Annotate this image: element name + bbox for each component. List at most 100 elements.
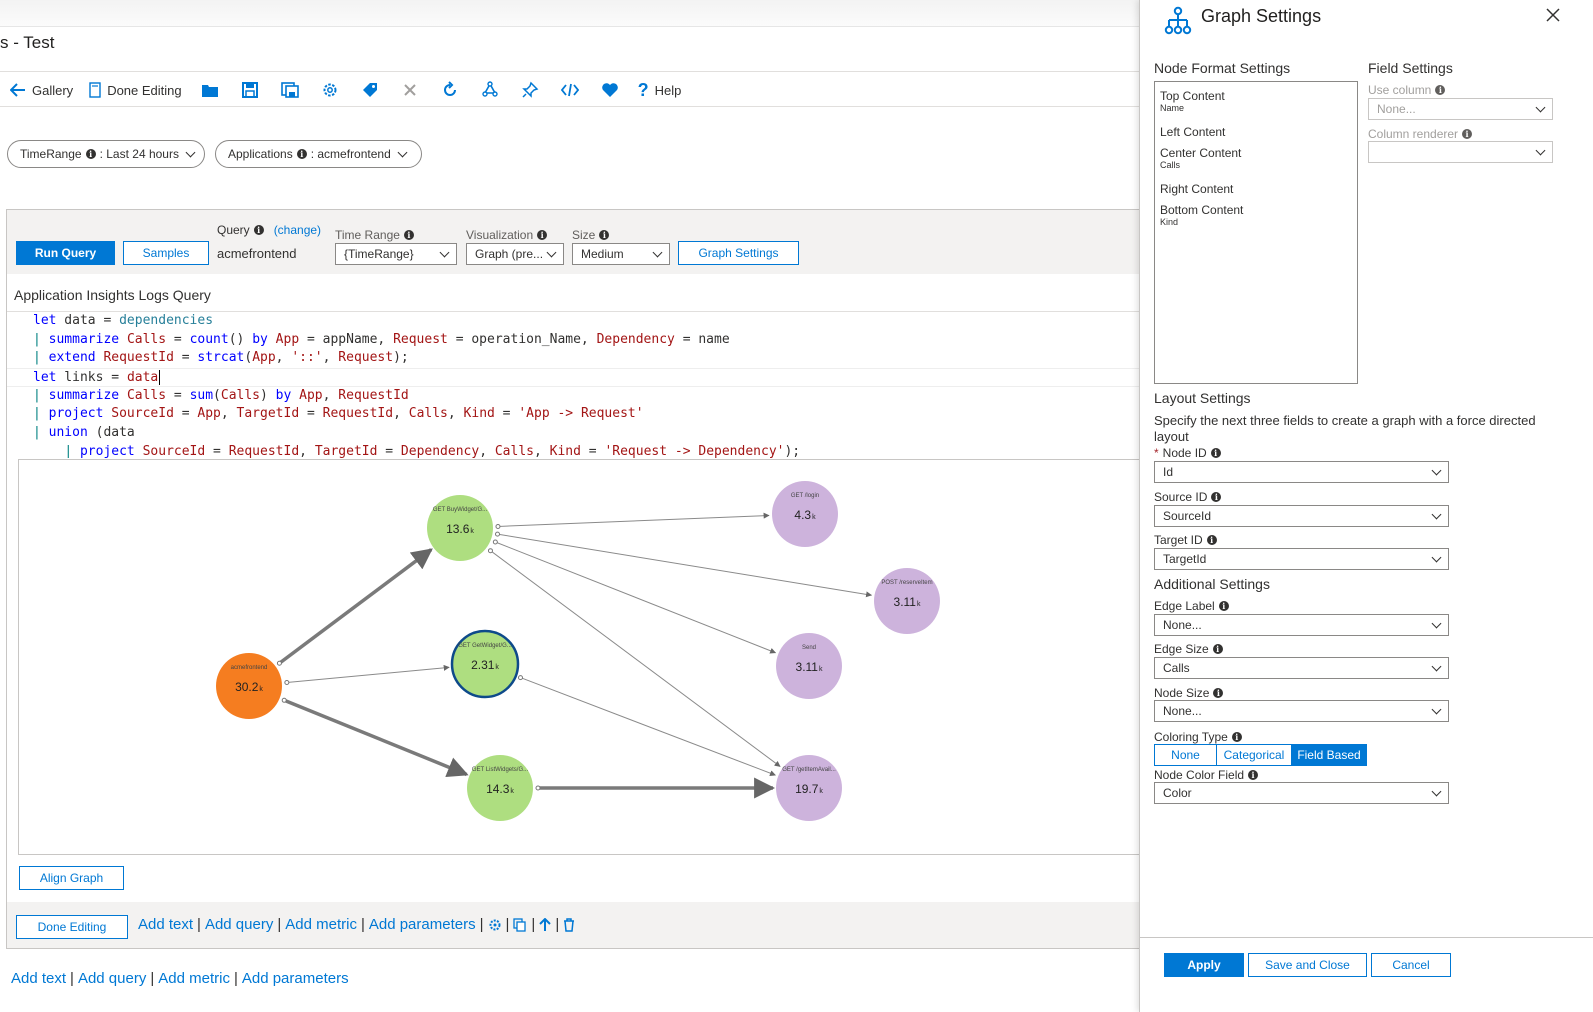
add-metric-link[interactable]: Add metric xyxy=(285,916,357,933)
use-column-dropdown[interactable]: None... xyxy=(1368,98,1553,120)
param-name: TimeRange xyxy=(20,147,82,161)
node-value: 14.3k xyxy=(486,782,514,796)
info-icon: i xyxy=(296,149,307,159)
edge-label-label-group: Edge Label i xyxy=(1154,599,1229,613)
node-id-dropdown[interactable]: Id xyxy=(1154,461,1449,483)
node-color-field-dropdown[interactable]: Color xyxy=(1154,782,1449,804)
target-id-label: Target ID xyxy=(1154,533,1203,547)
size-dropdown[interactable]: Medium xyxy=(572,243,670,265)
target-id-dropdown[interactable]: TargetId xyxy=(1154,548,1449,570)
column-renderer-dropdown[interactable] xyxy=(1368,141,1553,163)
node-format-sub: Kind xyxy=(1160,217,1179,227)
node-format-item[interactable]: Center Content Calls xyxy=(1160,146,1241,170)
coloring-option-categorical[interactable]: Categorical xyxy=(1217,744,1292,766)
node-format-label: Right Content xyxy=(1160,182,1234,196)
query-label: Query xyxy=(217,223,250,237)
code-icon[interactable] xyxy=(558,78,582,102)
target-id-value: TargetId xyxy=(1163,552,1207,566)
cancel-button[interactable]: Cancel xyxy=(1371,953,1451,977)
graph-edge[interactable] xyxy=(495,541,777,654)
done-editing-step-button[interactable]: Done Editing xyxy=(16,915,128,939)
save-icon[interactable] xyxy=(238,78,262,102)
move-up-icon[interactable] xyxy=(539,917,552,932)
node-label: GET /login xyxy=(791,493,819,499)
samples-button[interactable]: Samples xyxy=(123,241,209,265)
pin-icon[interactable] xyxy=(518,78,542,102)
help-button[interactable]: ? Help xyxy=(638,80,682,101)
favorite-icon[interactable] xyxy=(598,78,622,102)
step-settings-icon[interactable] xyxy=(488,918,502,932)
graph-edge[interactable] xyxy=(497,533,873,598)
coloring-option-field-based[interactable]: Field Based xyxy=(1292,744,1367,766)
clone-icon[interactable] xyxy=(513,917,527,932)
save-as-icon[interactable] xyxy=(278,78,302,102)
run-query-button[interactable]: Run Query xyxy=(16,241,115,265)
discard-icon[interactable] xyxy=(398,78,422,102)
edge-label-dropdown[interactable]: None... xyxy=(1154,614,1449,636)
coloring-option-none[interactable]: None xyxy=(1154,744,1217,766)
edge-size-dropdown[interactable]: Calls xyxy=(1154,657,1449,679)
graph-edge[interactable] xyxy=(520,677,776,777)
edge-label-label: Edge Label xyxy=(1154,599,1215,613)
param-value: : acmefrontend xyxy=(310,147,391,161)
graph-edge[interactable] xyxy=(278,548,433,665)
gallery-button[interactable]: Gallery xyxy=(10,83,73,98)
graph-node-getwidget[interactable]: GET GetWidget/G...2.31k xyxy=(450,629,520,699)
delete-icon[interactable] xyxy=(563,917,575,932)
query-editor[interactable]: let data = dependencies | summarize Call… xyxy=(7,312,1147,458)
close-icon[interactable] xyxy=(1546,8,1560,22)
tag-icon[interactable] xyxy=(358,78,382,102)
graph-edge[interactable] xyxy=(283,698,469,778)
param-value: : Last 24 hours xyxy=(99,147,179,161)
chevron-down-icon xyxy=(652,247,663,257)
graph-edge[interactable] xyxy=(490,550,781,767)
info-icon: i xyxy=(1218,601,1229,611)
add-text-link[interactable]: Add text xyxy=(138,916,194,933)
node-format-item[interactable]: Top Content Name xyxy=(1160,89,1225,113)
graph-node-buy[interactable]: GET BuyWidget/G...13.6k xyxy=(427,495,493,561)
share-icon[interactable] xyxy=(478,78,502,102)
visualization-dropdown[interactable]: Graph (pre... xyxy=(466,243,564,265)
add-query-link[interactable]: Add query xyxy=(204,916,274,933)
add-text-link[interactable]: Add text xyxy=(11,970,67,987)
add-parameters-link[interactable]: Add parameters xyxy=(368,916,476,933)
align-graph-button[interactable]: Align Graph xyxy=(19,866,124,890)
time-range-value: {TimeRange} xyxy=(344,247,414,261)
node-color-field-value: Color xyxy=(1163,786,1192,800)
layout-settings-title: Layout Settings xyxy=(1154,390,1251,406)
done-editing-toolbar-button[interactable]: Done Editing xyxy=(89,82,182,98)
node-format-item[interactable]: Bottom Content Kind xyxy=(1160,203,1243,227)
add-metric-link[interactable]: Add metric xyxy=(158,970,230,987)
add-query-link[interactable]: Add query xyxy=(77,970,147,987)
source-id-dropdown[interactable]: SourceId xyxy=(1154,505,1449,527)
open-folder-icon[interactable] xyxy=(198,78,222,102)
param-timerange[interactable]: TimeRange i : Last 24 hours xyxy=(7,140,205,168)
chevron-down-icon xyxy=(546,247,557,257)
layout-description: Specify the next three fields to create … xyxy=(1154,413,1536,444)
settings-icon[interactable] xyxy=(318,78,342,102)
refresh-icon[interactable] xyxy=(438,78,462,102)
param-applications[interactable]: Applications i : acmefrontend xyxy=(215,140,422,168)
divider xyxy=(7,311,1147,312)
save-and-close-button[interactable]: Save and Close xyxy=(1248,953,1367,977)
graph-settings-button[interactable]: Graph Settings xyxy=(678,241,799,265)
time-range-dropdown[interactable]: {TimeRange} xyxy=(335,243,457,265)
node-format-item[interactable]: Right Content xyxy=(1160,182,1233,196)
edge-label-value: None... xyxy=(1163,618,1202,632)
graph-node-list[interactable]: GET ListWidgets/G...14.3k xyxy=(467,755,533,821)
graph-node-avail[interactable]: GET /getItemAvail...19.7k xyxy=(776,755,842,821)
graph-edge[interactable] xyxy=(286,664,450,683)
add-parameters-link[interactable]: Add parameters xyxy=(241,970,349,987)
node-value: 13.6k xyxy=(446,522,474,536)
info-icon: i xyxy=(1212,644,1223,654)
graph-edge[interactable] xyxy=(497,512,770,527)
change-link[interactable]: (change) xyxy=(273,223,322,237)
apply-button[interactable]: Apply xyxy=(1164,953,1244,977)
node-format-item[interactable]: Left Content xyxy=(1160,125,1225,139)
node-size-dropdown[interactable]: None... xyxy=(1154,700,1449,722)
